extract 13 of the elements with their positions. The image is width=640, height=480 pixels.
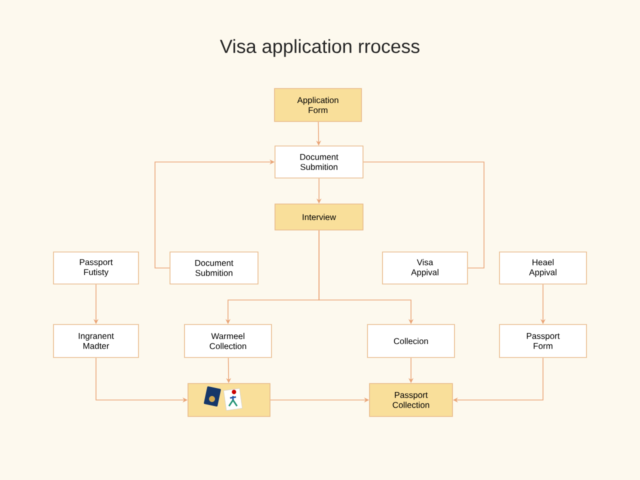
process-box: Document Submition [170, 252, 258, 284]
title: Visa application rrocess [220, 39, 420, 57]
process-box: Interview [274, 204, 364, 230]
process-box: Passport Form [499, 324, 587, 358]
process-box: Passport Futisty [53, 252, 139, 284]
process-box: Passport Collection [369, 383, 453, 417]
process-box: Warmeel Collection [184, 324, 272, 358]
process-box: Application Form [274, 88, 362, 122]
process-box: Heael Appival [499, 252, 587, 284]
process-box: Ingranent Madter [53, 324, 139, 358]
process-box: Document Submition [274, 146, 364, 178]
process-box: Visa Appival [382, 252, 468, 284]
process-box: Collecion [367, 324, 455, 358]
